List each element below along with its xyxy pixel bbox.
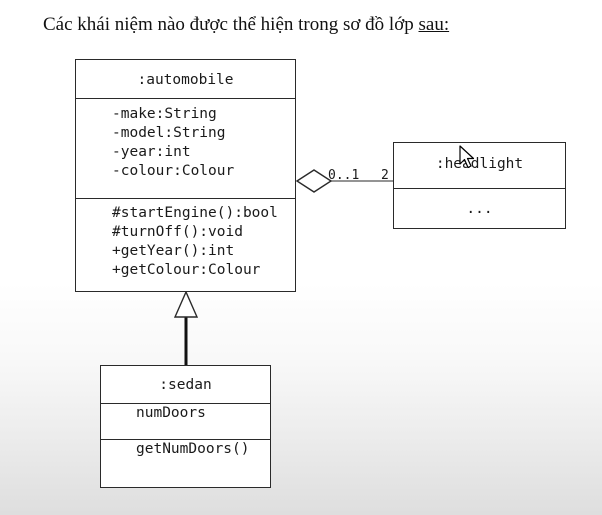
automobile-operation-get-year: +getYear():int [112,243,235,259]
automobile-operation-turn-off: #turnOff():void [112,224,243,240]
automobile-attribute-make: -make:String [112,106,217,122]
aggregation-diamond [295,169,333,193]
aggregation-target-multiplicity: 2 [381,168,389,183]
sedan-attributes: numDoors [101,403,270,439]
sedan-class: :sedan numDoors getNumDoors() [100,365,271,488]
automobile-attributes: -make:String -model:String -year:int -co… [76,98,295,198]
automobile-operation-get-colour: +getColour:Colour [112,262,261,278]
sedan-class-name: :sedan [159,377,212,393]
sedan-operations: getNumDoors() [101,439,270,487]
automobile-attribute-year: -year:int [112,144,191,160]
question-underlined-word: sau: [418,14,450,35]
sedan-operation-get-num-doors: getNumDoors() [136,441,250,457]
sedan-attribute-num-doors: numDoors [136,405,206,421]
headlight-operations: ... [394,188,565,228]
automobile-attribute-model: -model:String [112,125,226,141]
generalization-triangle [173,290,199,318]
automobile-operations: #startEngine():bool #turnOff():void +get… [76,198,295,291]
question-main: Các khái niệm nào được thể hiện trong sơ… [43,14,419,35]
automobile-attribute-colour: -colour:Colour [112,163,235,179]
mouse-cursor-icon [459,145,475,169]
headlight-class-name: :headlight [435,156,524,172]
headlight-class: :headlight ... [393,142,566,229]
automobile-class-name: :automobile [137,72,234,88]
automobile-class: :automobile -make:String -model:String -… [75,59,296,292]
question-text: Các khái niệm nào được thể hiện trong sơ… [43,14,449,36]
automobile-operation-start-engine: #startEngine():bool [112,205,278,221]
aggregation-source-multiplicity: 0..1 [328,168,360,183]
